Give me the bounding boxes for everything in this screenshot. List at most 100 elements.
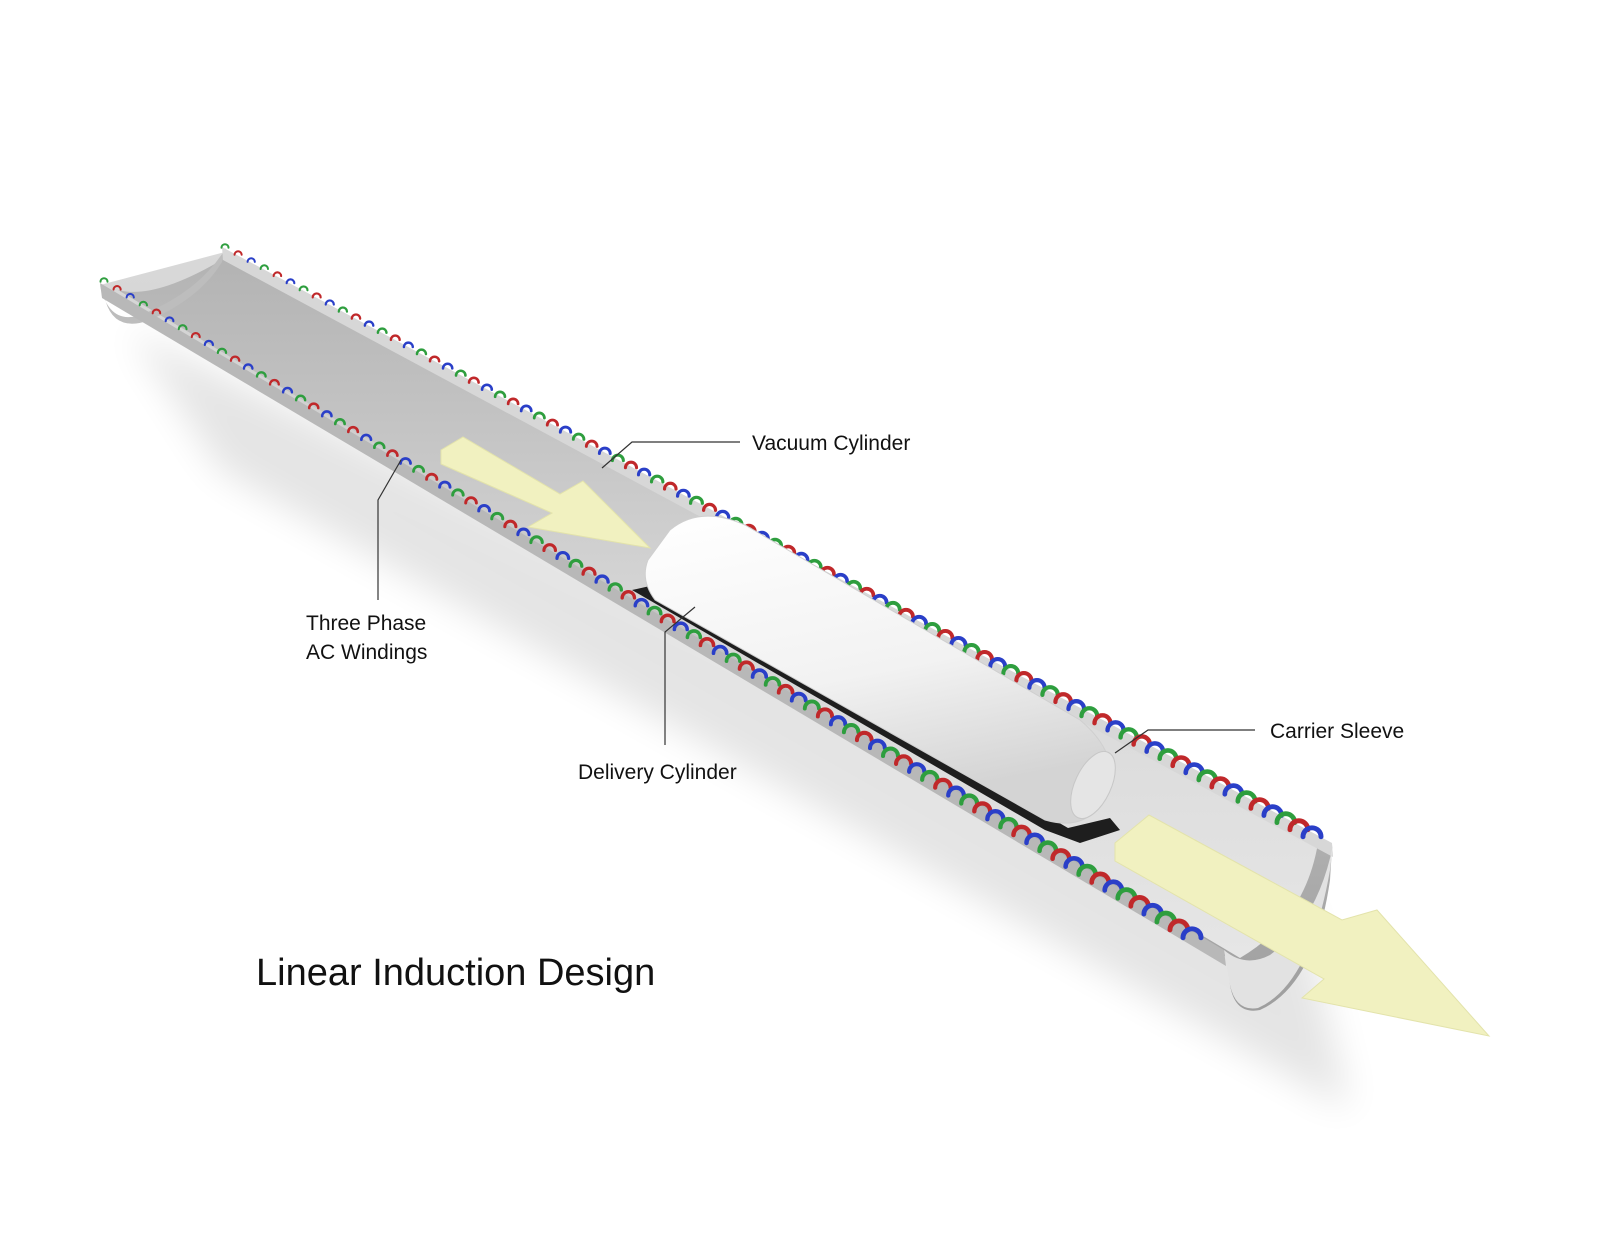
incoming-arrow (440, 436, 652, 549)
near-winding-coil-green (177, 324, 188, 331)
near-winding-coil-blue (867, 738, 887, 751)
far-winding-coil-green (220, 243, 230, 249)
far-winding-coil-red (1092, 713, 1113, 726)
near-winding-coil-red (503, 519, 518, 529)
label-vacuum-cylinder: Vacuum Cylinder (752, 432, 910, 455)
far-winding-coil-green (688, 495, 704, 505)
near-winding-coil-green (841, 723, 861, 735)
near-winding-coil-green (99, 277, 109, 283)
far-winding-coil-red (389, 334, 401, 342)
far-winding-coil-red (1053, 692, 1074, 705)
near-winding-coil-blue (477, 504, 492, 513)
far-winding-coil-blue (441, 362, 454, 370)
near-winding-coil-green (373, 441, 386, 450)
near-winding-coil-red (229, 355, 241, 362)
near-winding-coil-red (425, 472, 439, 481)
near-winding-coil-green (920, 769, 940, 782)
near-winding-coil-red (1011, 824, 1032, 838)
far-winding-coil-green (454, 369, 467, 377)
near-winding-coil-green (998, 816, 1019, 830)
near-winding-coil-blue (1024, 832, 1046, 846)
far-winding-coil-green (962, 643, 981, 655)
tube-end-opening (100, 248, 226, 324)
far-winding-coil-green (1118, 727, 1139, 740)
far-winding-coil-blue (1222, 783, 1245, 797)
near-winding-coil-red (933, 777, 953, 790)
far-winding-coil-blue (558, 425, 573, 434)
far-winding-coil-blue (363, 320, 375, 327)
far-winding-coil-blue (480, 383, 494, 391)
far-winding-coil-red (506, 397, 520, 406)
far-winding-coil-red (623, 460, 639, 470)
far-winding-coil-red (701, 502, 718, 512)
near-winding-coil-red (815, 707, 835, 719)
near-winding-coil-red (112, 285, 122, 291)
label-carrier-sleeve: Carrier Sleeve (1270, 720, 1404, 743)
near-winding-coil-blue (633, 597, 650, 608)
near-winding-coil-green (412, 465, 426, 473)
far-winding-coil-green (1079, 705, 1100, 719)
near-winding-coil-red (1167, 918, 1191, 933)
near-winding-coil-red (1089, 871, 1112, 885)
label-three-phase-line1: Three Phase (306, 612, 426, 635)
far-winding-coil-red (1014, 670, 1034, 683)
near-winding-coil-red (659, 613, 676, 624)
near-winding-coil-blue (1063, 856, 1085, 869)
far-winding-coil-red (936, 628, 955, 641)
near-winding-coil-blue (985, 809, 1006, 822)
far-winding-coil-blue (714, 509, 731, 520)
far-winding-coil-blue (519, 404, 533, 413)
near-winding-coil-blue (516, 527, 531, 537)
near-winding-coil-blue (320, 410, 333, 418)
near-winding-coil-red (581, 566, 597, 576)
far-winding-coil-green (376, 327, 388, 335)
far-winding-coil-red (467, 376, 480, 384)
windings-far-row (220, 243, 1324, 840)
near-winding-coil-green (333, 418, 346, 426)
near-winding-coil-green (607, 582, 623, 592)
far-winding-coil-blue (675, 488, 691, 498)
near-winding-coil-green (646, 605, 663, 616)
far-winding-coil-green (1196, 769, 1219, 783)
label-three-phase-line2: AC Windings (306, 641, 427, 664)
near-winding-coil-green (1154, 910, 1178, 925)
far-winding-coil-blue (597, 446, 612, 456)
far-winding-coil-green (493, 390, 507, 399)
callout-three-phase (377, 459, 402, 600)
near-winding-coil-red (1050, 847, 1072, 862)
far-winding-coil-green (1235, 790, 1258, 804)
far-winding-coil-red (350, 313, 362, 320)
near-winding-coil-red (307, 402, 320, 410)
near-winding-coil-blue (672, 621, 689, 632)
outgoing-arrow (1114, 814, 1491, 1037)
near-winding-coil-blue (828, 715, 848, 727)
far-winding-coil-red (1209, 776, 1232, 790)
near-winding-coil-red (1128, 895, 1151, 909)
near-winding-coil-blue (789, 691, 808, 703)
callout-vacuum-cylinder (601, 441, 740, 469)
far-winding-coil-green (1040, 685, 1060, 697)
near-winding-coil-red (346, 425, 360, 434)
near-winding-coil-green (490, 511, 505, 521)
tube-near-lip (100, 283, 1226, 966)
delivery-cylinder (644, 515, 1116, 824)
near-winding-coil-green (802, 699, 821, 711)
far-winding-coil-blue (1183, 762, 1205, 776)
near-winding-coil-blue (555, 550, 571, 560)
near-winding-coil-blue (281, 386, 294, 394)
far-winding-coil-blue (988, 657, 1008, 669)
near-winding-coil-blue (164, 316, 175, 323)
near-winding-coil-blue (711, 644, 729, 656)
diagram-title: Linear Induction Design (256, 952, 655, 994)
near-winding-coil-blue (360, 433, 373, 442)
far-winding-coil-green (923, 621, 942, 633)
far-winding-coil-red (272, 271, 283, 278)
near-winding-coil-red (854, 730, 874, 743)
near-winding-coil-green (1037, 840, 1059, 854)
tube-right-face (1224, 845, 1333, 1009)
near-winding-coil-blue (750, 668, 769, 679)
near-winding-coil-red (190, 332, 201, 339)
near-winding-coil-green (529, 535, 544, 545)
near-winding-coil-green (685, 629, 703, 640)
